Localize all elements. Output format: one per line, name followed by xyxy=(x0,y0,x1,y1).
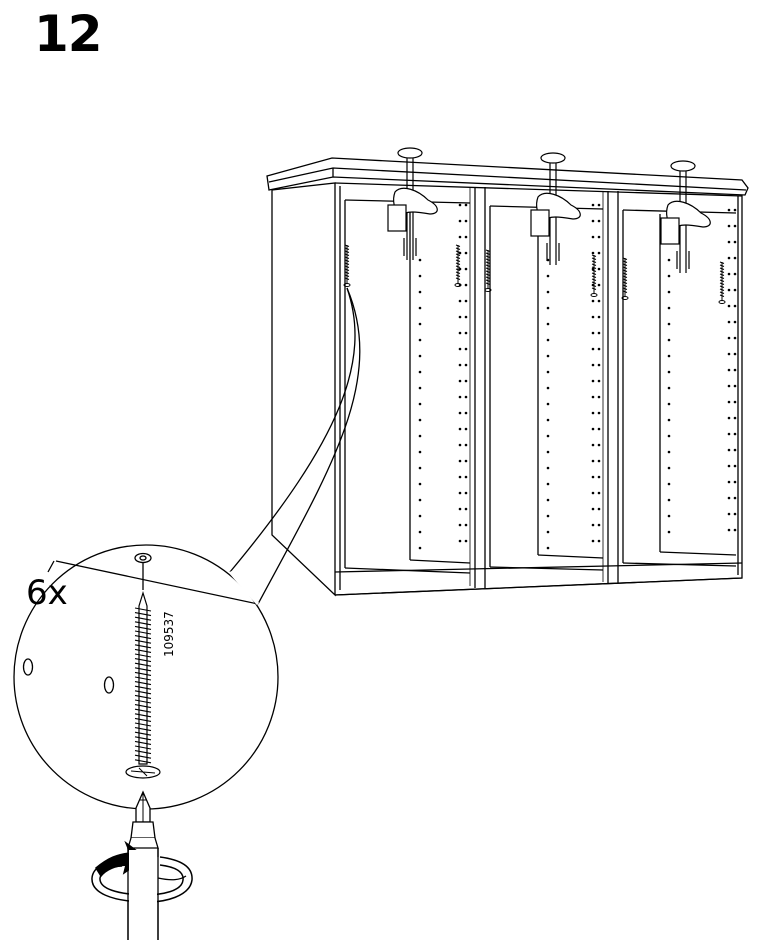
screw-icon xyxy=(125,590,161,779)
clamp-icon xyxy=(387,147,438,260)
clamp-icon xyxy=(530,152,581,265)
shelf-pin-holes xyxy=(418,203,737,550)
screw-part-number: 109537 xyxy=(162,611,176,657)
quantity-label: 6x xyxy=(26,573,68,613)
cabinet-frame xyxy=(266,157,749,597)
clamp-icon xyxy=(660,160,711,273)
cabinet-screws xyxy=(343,244,726,304)
screwdriver-icon xyxy=(127,790,159,940)
step-number: 12 xyxy=(34,5,103,63)
clockwise-rotation-arrow-icon xyxy=(91,840,193,940)
